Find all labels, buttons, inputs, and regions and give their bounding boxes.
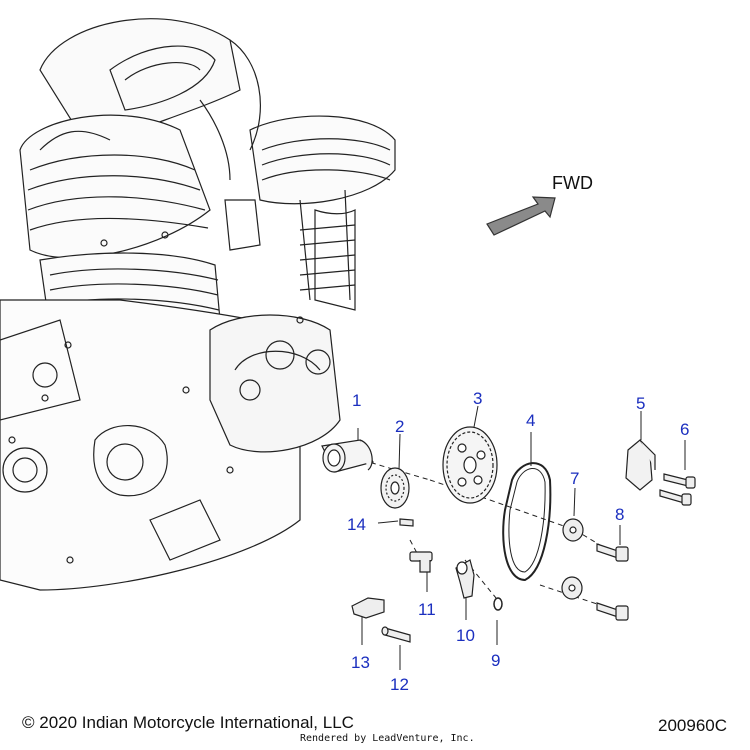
callout-8[interactable]: 8 bbox=[615, 505, 625, 524]
callout-2[interactable]: 2 bbox=[395, 417, 405, 436]
callout-14[interactable]: 14 bbox=[347, 515, 366, 534]
callout-4[interactable]: 4 bbox=[526, 411, 536, 430]
callout-7[interactable]: 7 bbox=[570, 469, 580, 488]
part-9-clip bbox=[493, 597, 503, 611]
part-14-dowel bbox=[399, 518, 414, 527]
rendered-by-text: Rendered by LeadVenture, Inc. bbox=[300, 733, 475, 744]
callout-12[interactable]: 12 bbox=[390, 675, 409, 694]
part-12-pin bbox=[381, 626, 411, 643]
callout-1[interactable]: 1 bbox=[352, 391, 362, 410]
engine-illustration bbox=[0, 18, 396, 591]
callout-6[interactable]: 6 bbox=[680, 420, 690, 439]
part-11-stud bbox=[409, 551, 433, 573]
part-13-bracket bbox=[351, 597, 385, 619]
callout-3[interactable]: 3 bbox=[473, 389, 483, 408]
callout-11[interactable]: 11 bbox=[418, 600, 436, 619]
part-10-tensioner bbox=[455, 559, 475, 599]
callout-13[interactable]: 13 bbox=[351, 653, 370, 672]
copyright-text: © 2020 Indian Motorcycle International, … bbox=[22, 713, 354, 732]
part-3-cam-sprocket bbox=[442, 426, 498, 504]
part-1-bushing bbox=[321, 439, 374, 473]
callout-10[interactable]: 10 bbox=[456, 626, 475, 645]
part-8-bolts bbox=[596, 543, 629, 621]
callout-9[interactable]: 9 bbox=[491, 651, 501, 670]
part-7-washers bbox=[561, 518, 584, 600]
direction-label: FWD bbox=[552, 173, 593, 193]
part-4-cam-chain bbox=[502, 462, 552, 582]
diagram-id: 200960C bbox=[658, 716, 728, 735]
part-5-chain-guide bbox=[625, 439, 656, 491]
forward-arrow-icon bbox=[486, 196, 556, 236]
part-6-bolts bbox=[659, 473, 696, 506]
part-2-crank-gear bbox=[380, 467, 410, 509]
callout-5[interactable]: 5 bbox=[636, 394, 646, 413]
